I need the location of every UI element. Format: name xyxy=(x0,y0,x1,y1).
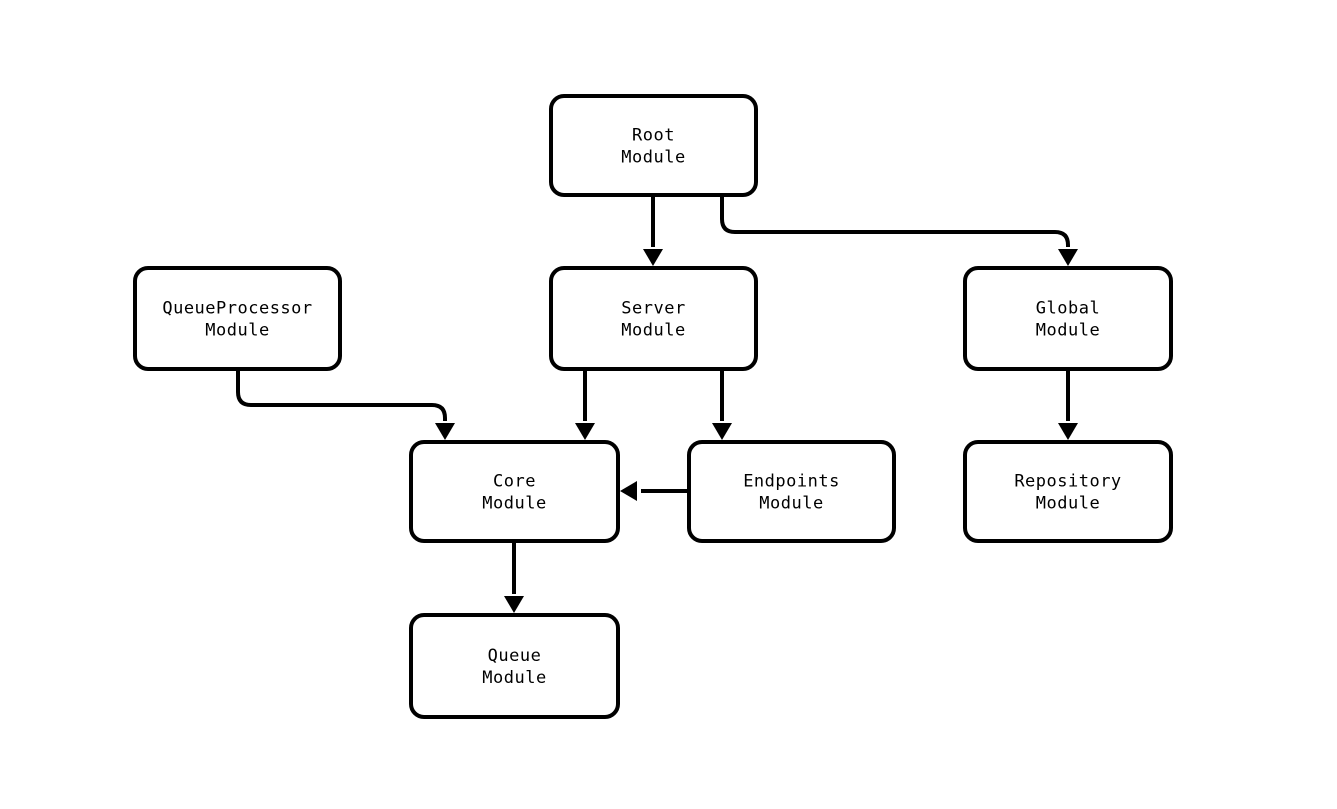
edge-global-to-repository-arrowhead xyxy=(1058,423,1078,440)
edge-server-to-core-arrowhead xyxy=(575,423,595,440)
queueprocessor-module-node-label: QueueProcessor xyxy=(162,299,312,319)
edge-root-to-global xyxy=(720,197,1078,266)
repository-module-node-box[interactable] xyxy=(963,440,1173,543)
server-module-node-label: Server xyxy=(621,299,685,319)
core-module-node-label: Core xyxy=(493,472,536,492)
edge-root-to-global-line xyxy=(720,197,1070,247)
nodes-layer: RootModuleQueueProcessorModuleServerModu… xyxy=(133,94,1173,719)
edge-server-to-endpoints xyxy=(712,371,732,440)
core-module-node-box[interactable] xyxy=(409,440,620,543)
endpoints-module-node-label: Endpoints xyxy=(743,472,840,492)
queueprocessor-module-node-box[interactable] xyxy=(133,266,342,371)
edge-core-to-queue-arrowhead xyxy=(504,596,524,613)
endpoints-module-node-box[interactable] xyxy=(687,440,896,543)
server-module-node-sublabel: Module xyxy=(621,321,685,341)
edge-queueprocessor-to-core-line xyxy=(236,371,447,421)
root-module-node-box[interactable] xyxy=(549,94,758,197)
edge-global-to-repository xyxy=(1058,371,1078,440)
queueprocessor-module-node-sublabel: Module xyxy=(205,321,269,341)
edge-root-to-global-arrowhead xyxy=(1058,249,1078,266)
edge-root-to-server-arrowhead xyxy=(643,249,663,266)
root-module-node-label: Root xyxy=(632,126,675,146)
server-module-node-box[interactable] xyxy=(549,266,758,371)
edge-core-to-queue xyxy=(504,543,524,613)
endpoints-module-node-sublabel: Module xyxy=(759,494,823,514)
edge-endpoints-to-core xyxy=(620,481,687,501)
global-module-node-label: Global xyxy=(1036,299,1100,319)
queue-module-node-box[interactable] xyxy=(409,613,620,719)
edge-endpoints-to-core-arrowhead xyxy=(620,481,637,501)
edge-queueprocessor-to-core-arrowhead xyxy=(435,423,455,440)
core-module-node-sublabel: Module xyxy=(482,494,546,514)
edge-queueprocessor-to-core xyxy=(236,371,455,440)
repository-module-node-sublabel: Module xyxy=(1036,494,1100,514)
queue-module-node-sublabel: Module xyxy=(482,668,546,688)
edge-server-to-endpoints-arrowhead xyxy=(712,423,732,440)
queue-module-node-label: Queue xyxy=(488,646,542,666)
root-module-node-sublabel: Module xyxy=(621,148,685,168)
edges-layer xyxy=(236,197,1078,613)
repository-module-node-label: Repository xyxy=(1014,472,1121,492)
global-module-node-box[interactable] xyxy=(963,266,1173,371)
edge-server-to-core xyxy=(575,371,595,440)
edge-root-to-server xyxy=(643,197,663,266)
global-module-node-sublabel: Module xyxy=(1036,321,1100,341)
